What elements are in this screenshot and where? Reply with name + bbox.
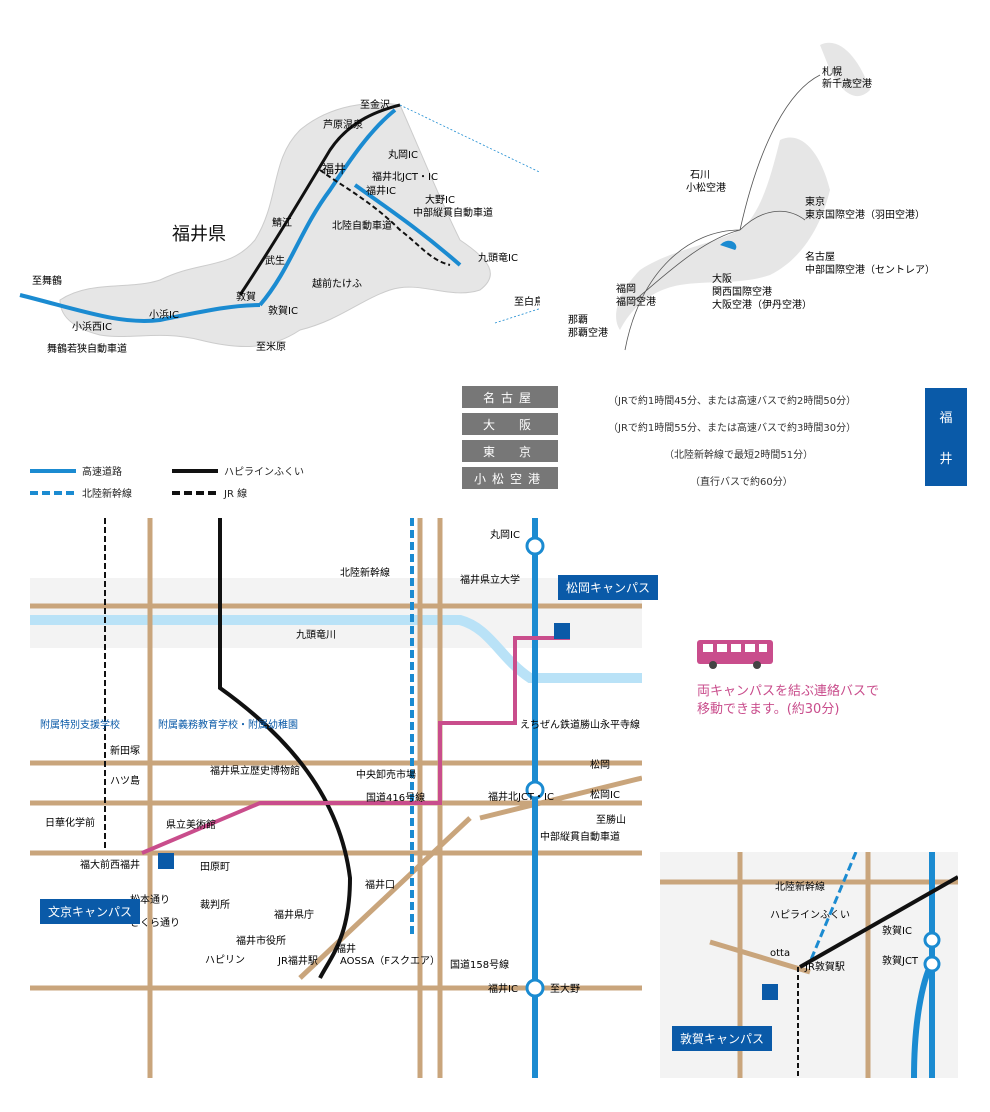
svg-text:小松空港: 小松空港 xyxy=(686,181,726,194)
svg-text:丸岡IC: 丸岡IC xyxy=(490,528,520,541)
svg-text:那覇空港: 那覇空港 xyxy=(568,326,608,339)
svg-text:福井県立大学: 福井県立大学 xyxy=(460,573,520,586)
svg-text:至金沢: 至金沢 xyxy=(360,98,390,111)
svg-text:至舞鶴: 至舞鶴 xyxy=(32,274,62,287)
svg-text:東京: 東京 xyxy=(805,195,825,208)
fukui-destination-box: 福井 xyxy=(925,388,967,486)
svg-text:九頭竜IC: 九頭竜IC xyxy=(478,251,518,264)
svg-text:日華化学前: 日華化学前 xyxy=(45,816,95,829)
svg-text:大野IC: 大野IC xyxy=(425,193,455,206)
svg-text:北陸新幹線: 北陸新幹線 xyxy=(775,880,825,893)
svg-text:AOSSA（Fスクエア）: AOSSA（Fスクエア） xyxy=(340,955,440,967)
japan-map: 札幌 新千歳空港 石川 小松空港 東京 東京国際空港（羽田空港） 名古屋 中部国… xyxy=(568,42,935,351)
svg-text:福井市役所: 福井市役所 xyxy=(236,934,286,947)
svg-text:敦賀IC: 敦賀IC xyxy=(882,924,912,937)
svg-text:福岡空港: 福岡空港 xyxy=(616,295,656,308)
svg-text:越前たけふ: 越前たけふ xyxy=(312,277,362,290)
svg-text:福井県立歴史博物館: 福井県立歴史博物館 xyxy=(210,764,300,777)
svg-text:福井北JCT・IC: 福井北JCT・IC xyxy=(488,790,554,803)
bunkyo-campus-label: 文京キャンパス xyxy=(40,899,141,924)
legend-shinkansen: 北陸新幹線 xyxy=(30,485,132,500)
route-komatsu: 小松空港 xyxy=(462,467,558,489)
route-nagoya: 名古屋 xyxy=(462,386,558,408)
svg-text:至勝山: 至勝山 xyxy=(596,813,626,826)
svg-text:県立美術館: 県立美術館 xyxy=(166,818,216,831)
svg-text:敦賀IC: 敦賀IC xyxy=(268,304,298,317)
svg-text:中部縦貫自動車道: 中部縦貫自動車道 xyxy=(413,206,493,219)
svg-text:北陸自動車道: 北陸自動車道 xyxy=(332,219,392,232)
svg-text:裁判所: 裁判所 xyxy=(200,898,230,911)
bus-icon xyxy=(697,640,773,669)
svg-text:福岡: 福岡 xyxy=(616,282,636,295)
legend-happiline: ハピラインふくい xyxy=(172,463,304,478)
bus-note: 両キャンパスを結ぶ連絡バスで移動できます。(約30分) xyxy=(697,684,880,717)
svg-text:札幌: 札幌 xyxy=(822,65,842,78)
svg-text:中部国際空港（セントレア）: 中部国際空港（セントレア） xyxy=(805,263,935,276)
svg-text:東京国際空港（羽田空港）: 東京国際空港（羽田空港） xyxy=(805,208,925,221)
svg-text:福井: 福井 xyxy=(322,161,346,176)
svg-text:九頭竜川: 九頭竜川 xyxy=(296,628,336,641)
svg-text:さくら通り: さくら通り xyxy=(130,917,180,929)
svg-text:ハツ島: ハツ島 xyxy=(110,774,140,787)
svg-text:敦賀JCT: 敦賀JCT xyxy=(882,954,919,967)
route-tokyo: 東 京 xyxy=(462,440,558,462)
svg-text:松岡: 松岡 xyxy=(590,758,610,771)
svg-text:芦原温泉: 芦原温泉 xyxy=(323,118,363,131)
legend-expressway: 高速道路 xyxy=(30,463,122,478)
svg-text:otta: otta xyxy=(770,948,790,959)
svg-text:ハピラインふくい: ハピラインふくい xyxy=(770,909,850,921)
svg-text:福井北JCT・IC: 福井北JCT・IC xyxy=(372,170,438,183)
svg-text:北陸新幹線: 北陸新幹線 xyxy=(340,566,390,579)
svg-text:JR敦賀駅: JR敦賀駅 xyxy=(804,960,845,973)
svg-text:名古屋: 名古屋 xyxy=(805,250,835,263)
svg-text:福井IC: 福井IC xyxy=(488,982,518,995)
svg-text:中央卸売市場: 中央卸売市場 xyxy=(356,768,416,781)
svg-text:福井県: 福井県 xyxy=(172,224,226,245)
svg-text:JR福井駅: JR福井駅 xyxy=(277,954,318,967)
svg-text:福井口: 福井口 xyxy=(365,878,395,891)
svg-text:石川: 石川 xyxy=(690,170,710,181)
svg-text:至大野: 至大野 xyxy=(550,982,580,995)
svg-text:松岡IC: 松岡IC xyxy=(590,788,620,801)
svg-text:関西国際空港: 関西国際空港 xyxy=(712,285,772,298)
svg-text:敦賀: 敦賀 xyxy=(236,290,256,303)
svg-text:大阪: 大阪 xyxy=(712,272,732,285)
svg-text:小浜IC: 小浜IC xyxy=(149,309,179,321)
route-osaka: 大 阪 xyxy=(462,413,558,435)
svg-text:新田塚: 新田塚 xyxy=(110,744,140,757)
svg-text:福井県庁: 福井県庁 xyxy=(274,908,314,921)
legend-jr: JR 線 xyxy=(172,485,247,500)
svg-text:えちぜん鉄道勝山永平寺線: えちぜん鉄道勝山永平寺線 xyxy=(520,718,640,731)
svg-text:丸岡IC: 丸岡IC xyxy=(388,148,418,161)
svg-text:鯖江: 鯖江 xyxy=(272,216,292,229)
svg-text:田原町: 田原町 xyxy=(200,861,230,873)
svg-text:国道416号線: 国道416号線 xyxy=(366,791,425,804)
svg-text:ハピリン: ハピリン xyxy=(205,954,245,966)
svg-text:福大前西福井: 福大前西福井 xyxy=(80,858,140,871)
svg-text:武生: 武生 xyxy=(265,254,285,267)
svg-text:附属特別支援学校: 附属特別支援学校 xyxy=(40,718,120,731)
fukui-prefecture-map: 福井県 至金沢 芦原温泉 福井 丸岡IC 福井北JCT・IC 福井IC 大野IC… xyxy=(19,98,540,355)
tsuruga-campus-label: 敦賀キャンパス xyxy=(672,1026,773,1051)
svg-text:中部縦貫自動車道: 中部縦貫自動車道 xyxy=(540,830,620,843)
svg-text:新千歳空港: 新千歳空港 xyxy=(822,77,872,90)
matsuoka-campus-label: 松岡キャンパス xyxy=(558,575,659,600)
svg-text:舞鶴若狭自動車道: 舞鶴若狭自動車道 xyxy=(47,342,127,355)
svg-text:至白鳥: 至白鳥 xyxy=(514,295,540,308)
svg-text:福井IC: 福井IC xyxy=(366,184,396,197)
svg-text:福井: 福井 xyxy=(336,942,356,955)
svg-text:至米原: 至米原 xyxy=(256,340,286,353)
svg-text:大阪空港（伊丹空港）: 大阪空港（伊丹空港） xyxy=(712,298,812,311)
svg-text:小浜西IC: 小浜西IC xyxy=(72,321,112,333)
svg-text:附属義務教育学校・附属幼稚園: 附属義務教育学校・附属幼稚園 xyxy=(158,718,298,731)
fukui-city-map: 丸岡IC 北陸新幹線 福井県立大学 九頭竜川 附属特別支援学校 新田塚 附属義務… xyxy=(30,518,642,1078)
svg-text:国道158号線: 国道158号線 xyxy=(450,958,509,971)
svg-text:那覇: 那覇 xyxy=(568,314,588,326)
